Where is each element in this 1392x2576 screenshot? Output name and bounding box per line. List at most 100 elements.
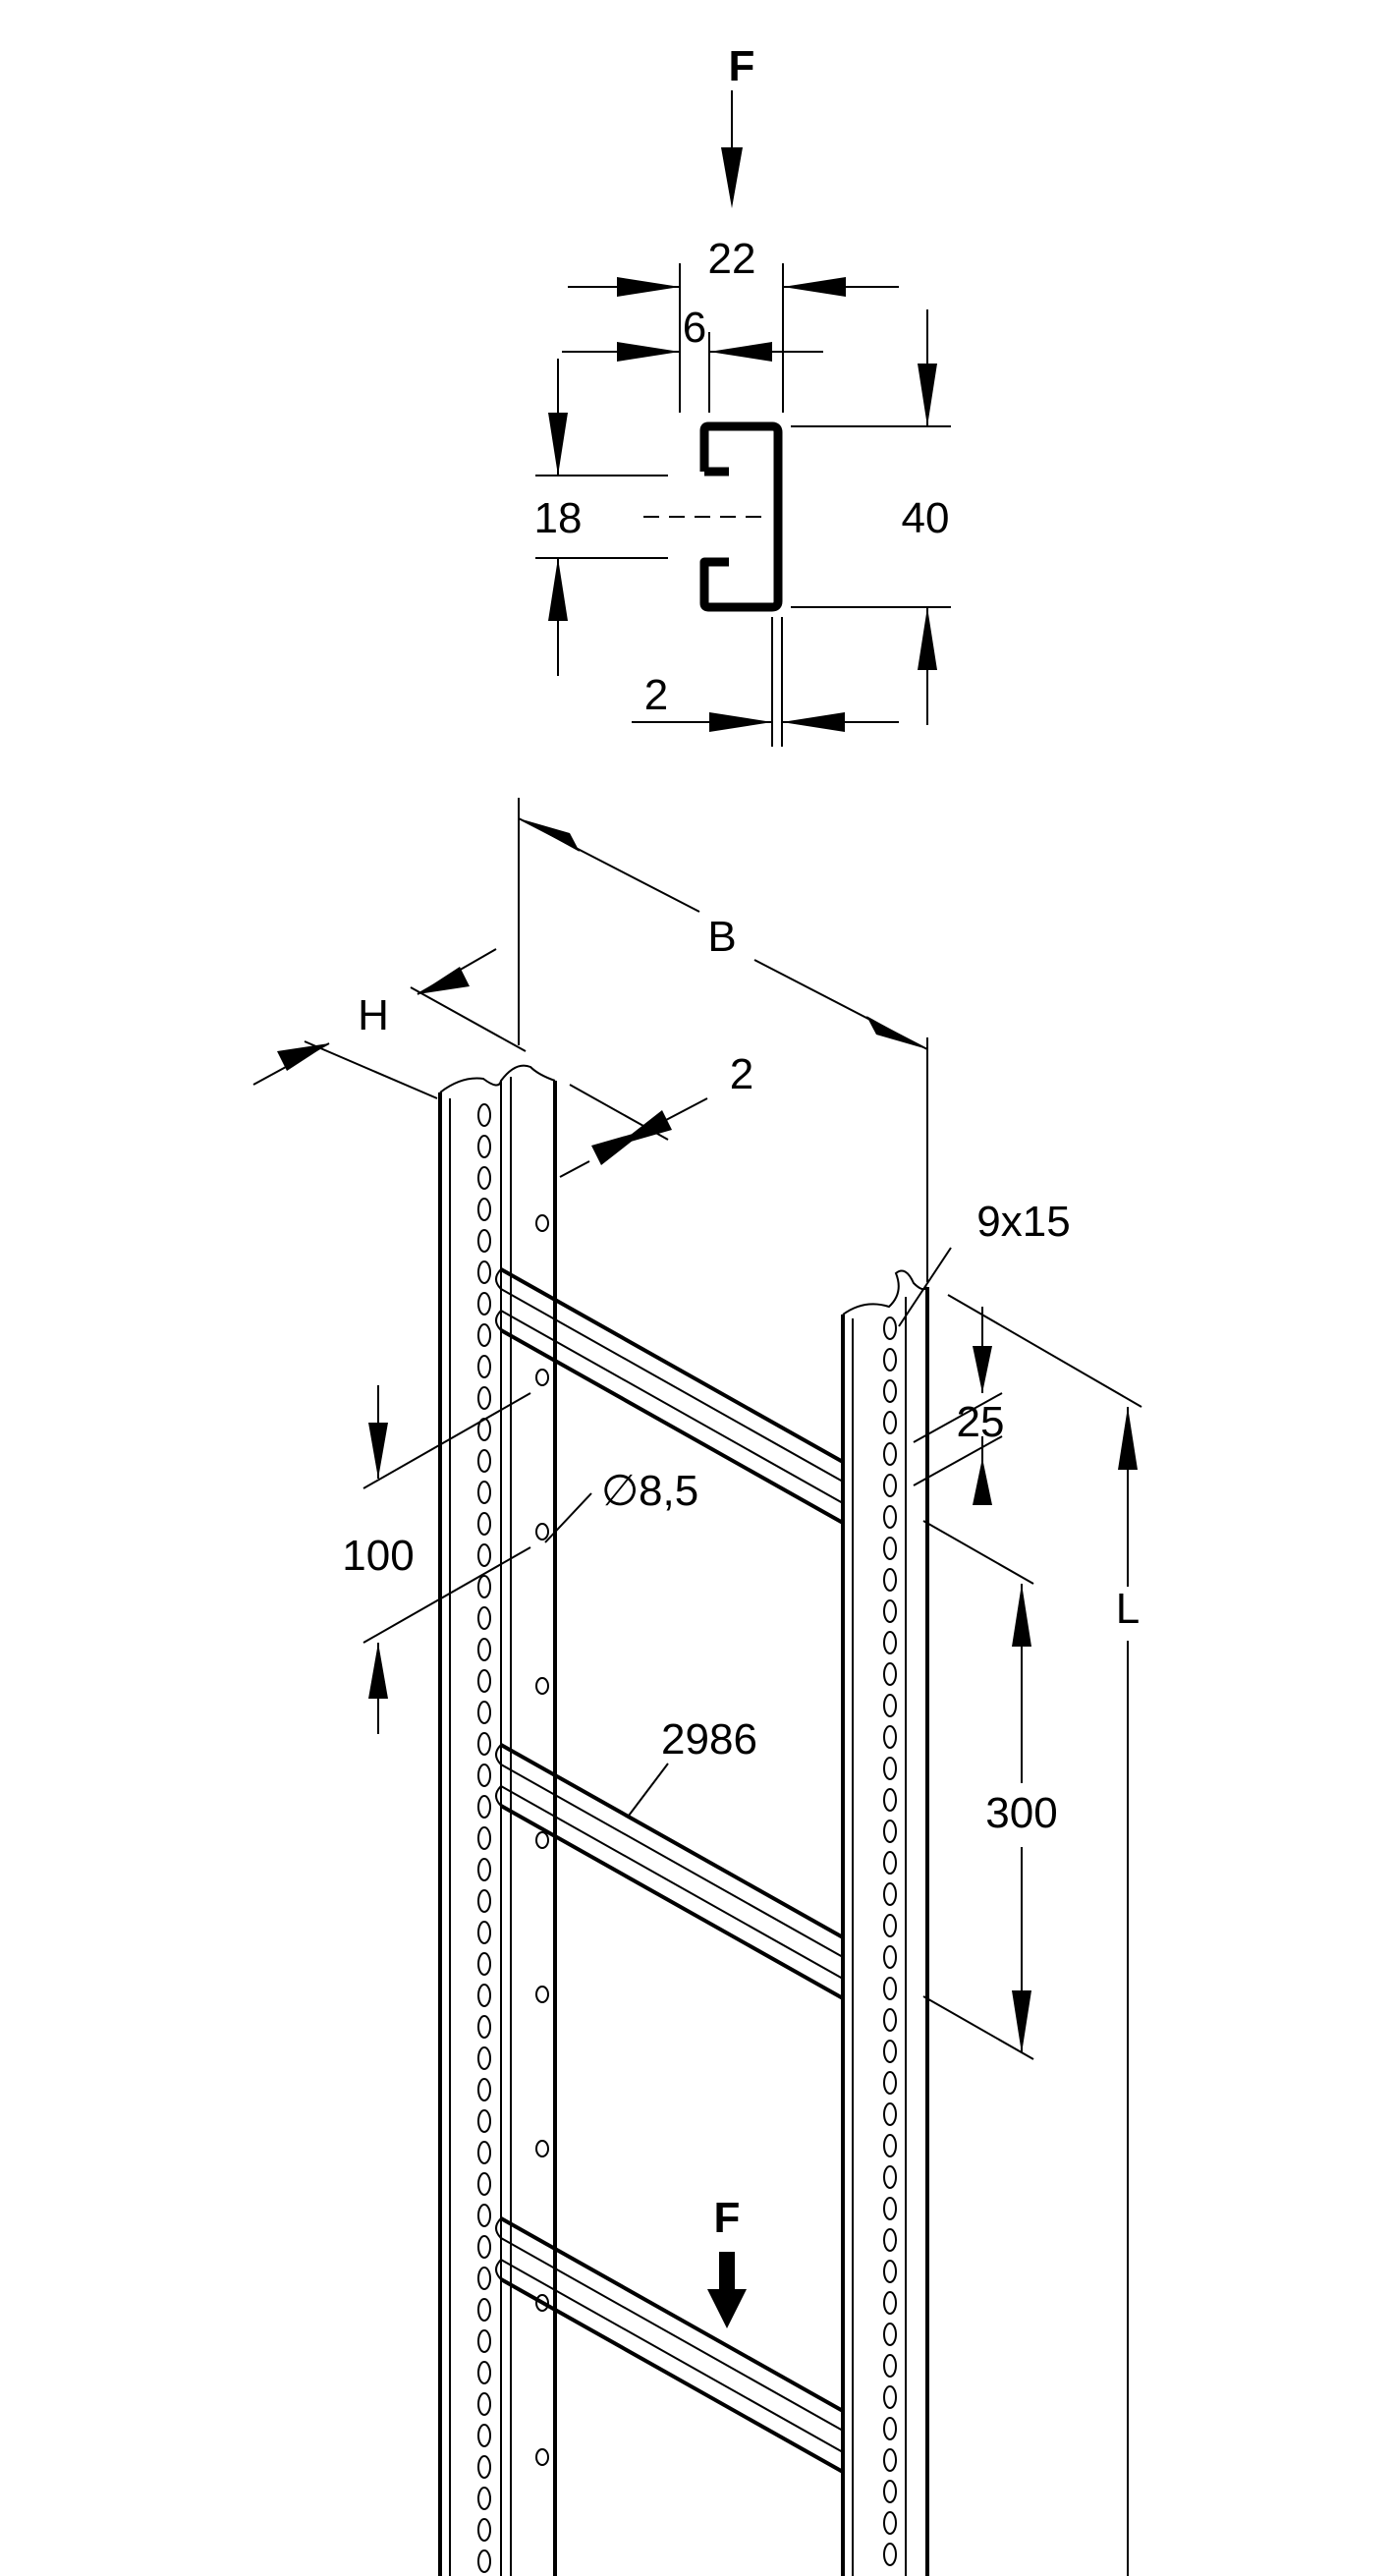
dim-lip: 6 (683, 304, 706, 352)
stile-slot (477, 1606, 491, 1630)
stile-slot (477, 2267, 491, 2290)
mounting-hole (535, 1677, 549, 1695)
stile-slot (883, 1945, 897, 1969)
stile-slot (477, 1638, 491, 1661)
stile-slot (477, 1764, 491, 1787)
rung-edge (500, 2277, 844, 2474)
arrow-head (277, 1043, 329, 1071)
left-stile-slots (477, 1103, 491, 2573)
stile-slot (477, 2361, 491, 2384)
dim-hole-pitch: 100 (342, 1532, 414, 1580)
rung-edge (500, 1288, 844, 1483)
rung-edge (500, 2237, 844, 2432)
stile-slot (477, 1858, 491, 1881)
rung (495, 1743, 844, 2000)
stile-slot (477, 1575, 491, 1598)
ext-line (410, 986, 527, 1052)
stile-slot (883, 1725, 897, 1749)
dim-hole-symbol: ∅ (601, 1467, 639, 1515)
stile-slot (883, 1788, 897, 1812)
left-stile-top-cut (439, 1064, 556, 1093)
stile-slot (477, 2518, 491, 2542)
stile-slot (477, 2109, 491, 2133)
stile-slot (883, 2448, 897, 2472)
rung-edge (500, 2259, 844, 2453)
mounting-hole (535, 2294, 549, 2312)
right-stile (841, 1269, 929, 2576)
stile-slot (883, 1411, 897, 1434)
mounting-hole (535, 1214, 549, 1232)
rung-end (495, 1268, 502, 1331)
stile-slot (477, 1826, 491, 1850)
arrow-head (918, 364, 937, 426)
mounting-hole (535, 2448, 549, 2466)
mounting-hole (535, 1831, 549, 1849)
arrow-head (548, 558, 568, 621)
left-stile-holes (535, 1214, 549, 2466)
mounting-hole (535, 1369, 549, 1386)
ext-line (922, 1995, 1034, 2060)
stile-slot (477, 1669, 491, 1693)
stile-slot (477, 1198, 491, 1221)
right-stile-slots (883, 1316, 897, 2566)
leader-line (628, 1763, 669, 1817)
force-bottom-label: F (714, 2194, 741, 2242)
stile-slot (477, 1355, 491, 1378)
stile-slot (477, 2424, 491, 2447)
stile-slot (477, 2172, 491, 2196)
dim-ladder-width: B (707, 913, 736, 961)
dim-section-thickness: 2 (644, 671, 668, 719)
dim-slot: 9x15 (976, 1198, 1070, 1246)
stile-slot (477, 1732, 491, 1756)
stile-slot (477, 2298, 491, 2322)
force-bottom-arrow (707, 2252, 747, 2328)
stile-slot (883, 1599, 897, 1623)
rung-edge (500, 1267, 844, 1464)
rung-edge (500, 1764, 844, 1958)
stile-slot (477, 1449, 491, 1473)
stile-slot (883, 1537, 897, 1560)
dim-hole-diameter: 8,5 (639, 1467, 698, 1515)
arrow-head (709, 342, 772, 362)
stile-slot (883, 1977, 897, 2000)
arrow-head (783, 277, 846, 297)
stile-slot (477, 2046, 491, 2070)
rung-edge (500, 1804, 844, 2000)
stile-slot (477, 1103, 491, 1127)
stile-slot (477, 2487, 491, 2510)
stile-slot (883, 2417, 897, 2440)
stile-slot (883, 2197, 897, 2220)
stile-slot (883, 2291, 897, 2315)
arrow-head (709, 712, 772, 732)
arrow-head (1012, 1584, 1031, 1647)
mounting-hole (535, 1986, 549, 2003)
arrow-head (782, 712, 845, 732)
dim-section-opening: 18 (534, 494, 583, 542)
force-top-arrow-head (721, 147, 743, 208)
rung-label: 2986 (661, 1715, 757, 1764)
rung (495, 2216, 844, 2474)
stile-slot (477, 2015, 491, 2039)
arrow-head (368, 1423, 388, 1479)
stile-slot (883, 1820, 897, 1843)
stile-slot (477, 2235, 491, 2259)
right-stile-top-cut (842, 1269, 928, 1316)
stile-slot (883, 2165, 897, 2189)
profile-section: F 22 6 40 18 (534, 42, 951, 747)
arrow-head (1012, 1990, 1031, 2053)
arrow-head (368, 1643, 388, 1699)
dim-section-width: 22 (708, 235, 756, 283)
rung-edge (500, 1743, 844, 1939)
arrow-head (973, 1346, 992, 1393)
stile-slot (477, 1481, 491, 1504)
stile-slot (477, 2078, 491, 2101)
stile-slot (883, 1474, 897, 1497)
stile-slot (477, 1921, 491, 1944)
stile-slot (477, 2204, 491, 2227)
stile-slot (477, 2329, 491, 2353)
arrow-head (973, 1458, 992, 1505)
stile-slot (477, 1292, 491, 1316)
dim-section-height: 40 (902, 494, 950, 542)
stile-slot (883, 1316, 897, 1340)
dim-line (665, 1097, 708, 1121)
